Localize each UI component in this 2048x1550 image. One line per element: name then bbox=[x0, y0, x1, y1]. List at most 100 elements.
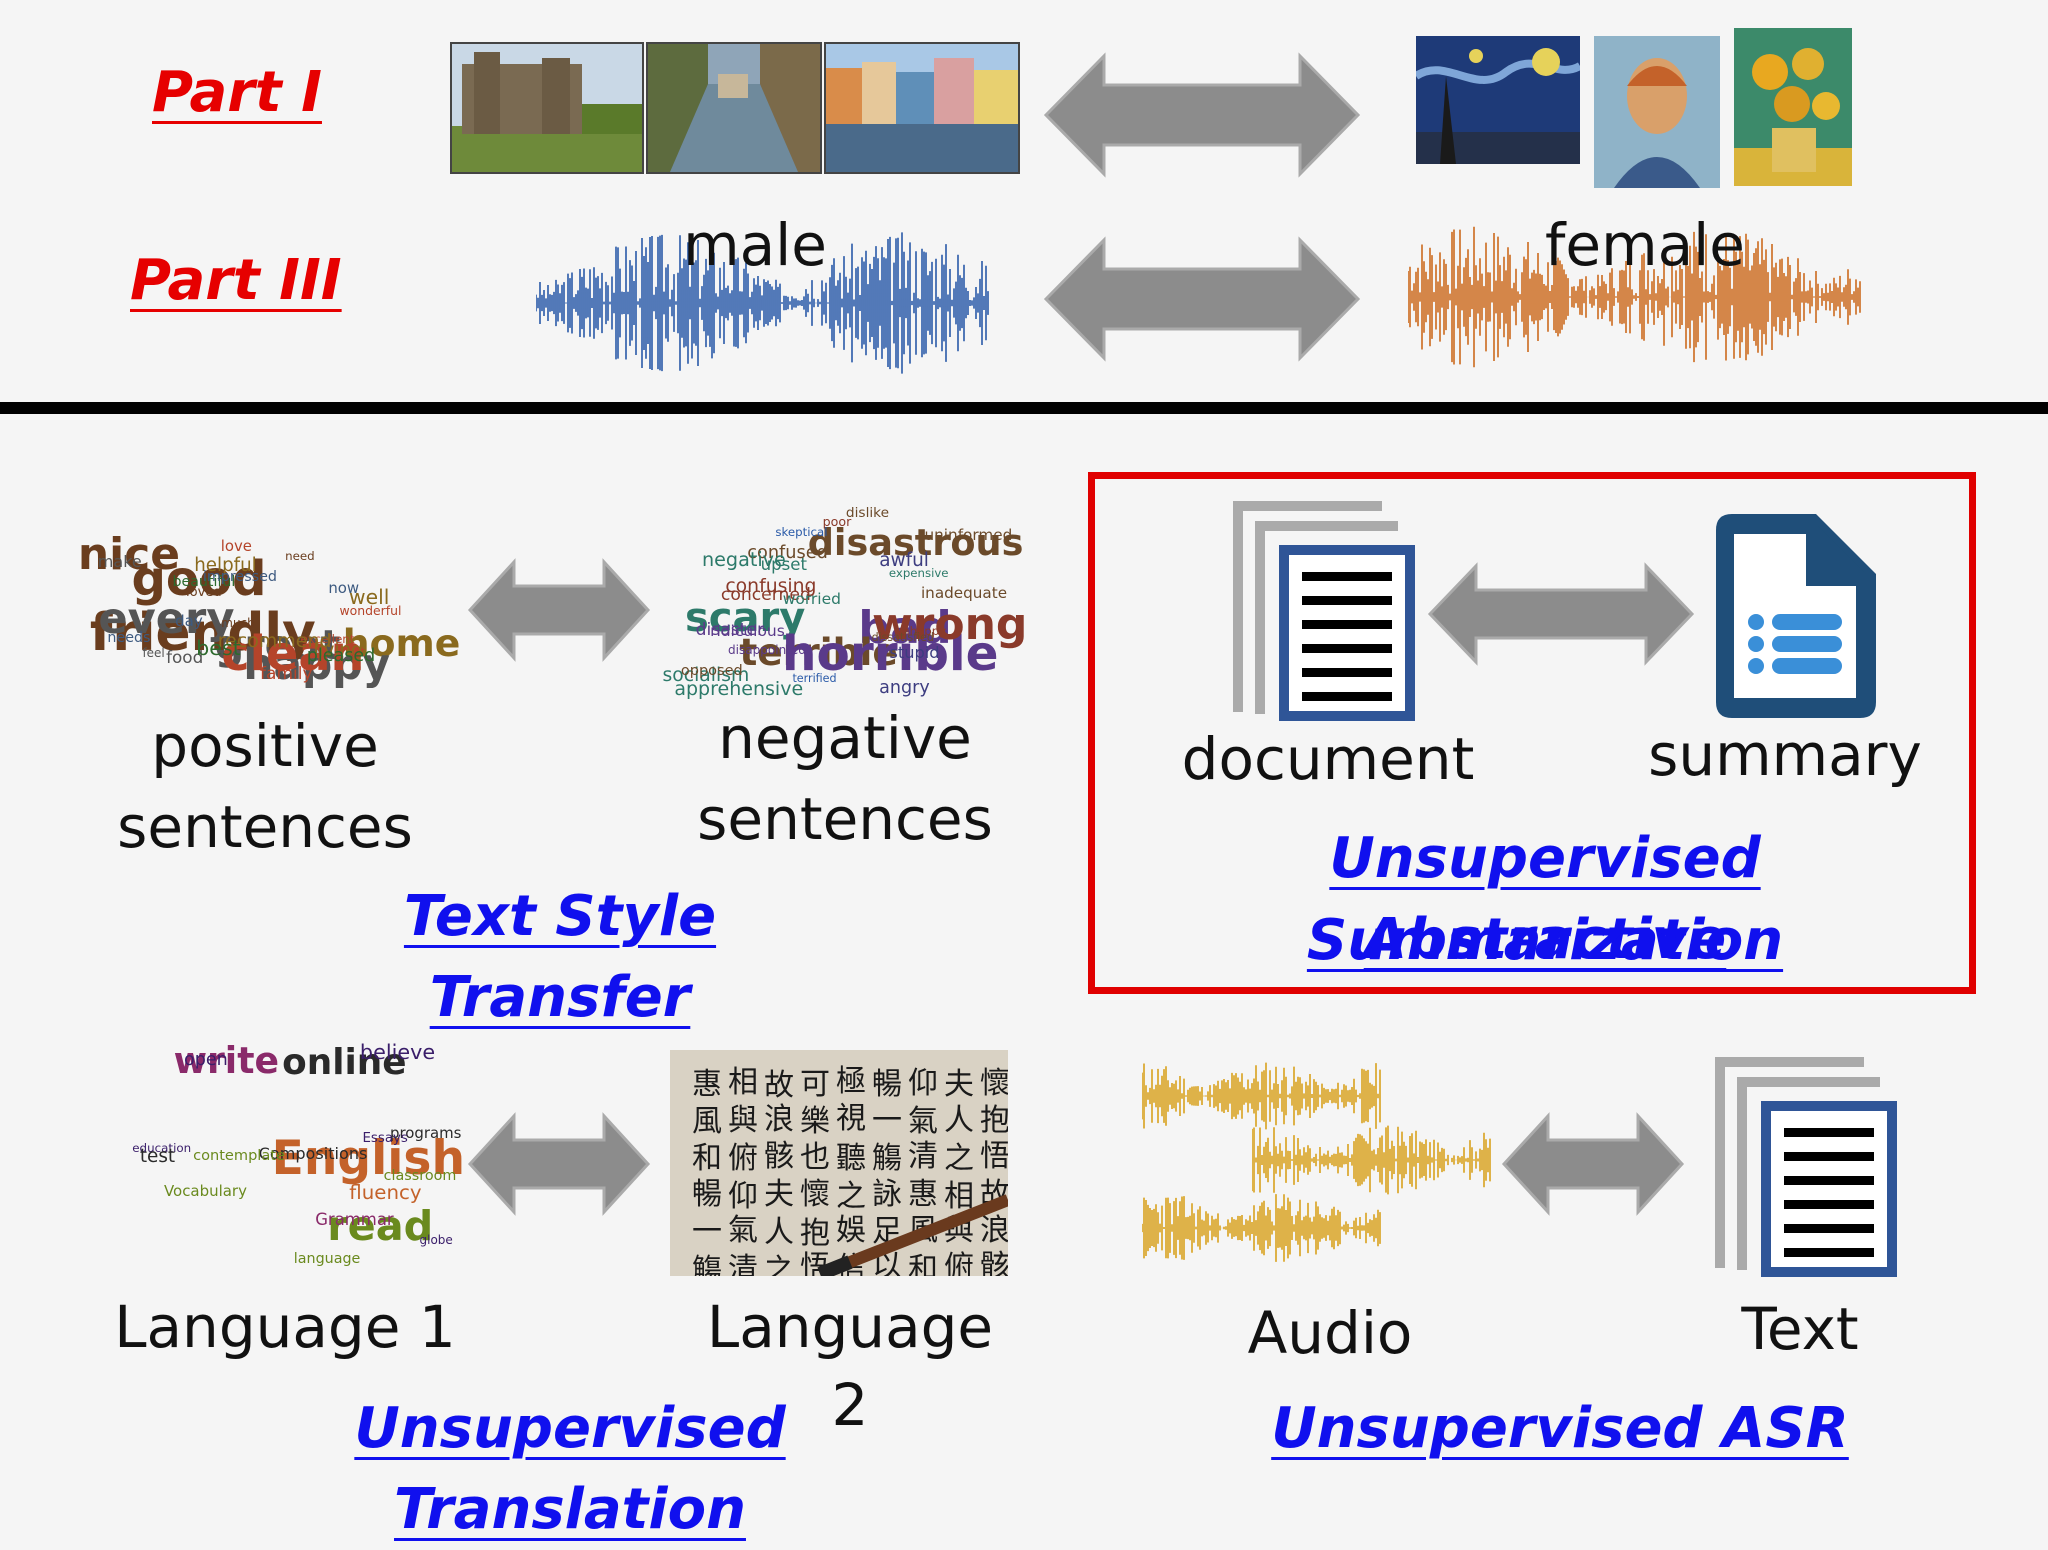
word-cloud-word: uninformed bbox=[924, 525, 1013, 544]
word-cloud-word: contemplate bbox=[193, 1147, 285, 1165]
word-cloud-word: Grammar bbox=[315, 1209, 394, 1229]
word-cloud-word: much bbox=[221, 616, 255, 631]
calligraphy-character: 夫 bbox=[764, 1176, 794, 1212]
calligraphy-character: 悟 bbox=[980, 1138, 1008, 1174]
word-cloud-word: read bbox=[327, 1201, 434, 1250]
word-cloud-word: online bbox=[282, 1041, 407, 1083]
word-cloud-word: test bbox=[139, 1145, 176, 1167]
calligraphy-character: 清 bbox=[908, 1139, 938, 1175]
calligraphy-character: 人 bbox=[944, 1103, 974, 1139]
word-cloud-word: living bbox=[313, 640, 363, 662]
calligraphy-character: 視 bbox=[836, 1101, 866, 1137]
unsupervised-translation-title[interactable]: Unsupervised Translation bbox=[354, 1396, 786, 1543]
word-cloud-word: great bbox=[214, 620, 341, 669]
double-arrow-asr bbox=[1501, 1112, 1685, 1216]
double-arrow-voice bbox=[1043, 236, 1361, 362]
calligraphy-character: 浪 bbox=[980, 1212, 1008, 1248]
calligraphy-character: 觴 bbox=[692, 1252, 722, 1276]
calligraphy-character: 也 bbox=[800, 1140, 830, 1176]
word-cloud-word: excellent bbox=[300, 632, 355, 647]
word-cloud-word: angry bbox=[879, 677, 930, 698]
calligraphy-character: 人 bbox=[764, 1215, 794, 1251]
calligraphy-character: 相 bbox=[728, 1064, 758, 1100]
unsupervised-abstractive-summarization-title-line2[interactable]: Summarization bbox=[1306, 908, 1784, 973]
word-cloud-word: open bbox=[183, 1050, 228, 1071]
word-cloud-word: clean bbox=[221, 627, 365, 683]
chinese-calligraphy-image: 懷抱悟故浪骸夫人之相與俯仰氣清惠風和暢一觴詠足以極視聽之娛信可樂也懷抱悟故浪骸夫… bbox=[670, 1050, 1008, 1276]
word-cloud-word: make bbox=[97, 552, 142, 571]
word-cloud-word: socialism bbox=[662, 665, 750, 687]
word-cloud-word: scary bbox=[684, 595, 806, 642]
word-cloud-word: unhappy bbox=[894, 624, 947, 639]
word-cloud-word: love bbox=[220, 536, 252, 555]
calligraphy-character: 氣 bbox=[728, 1213, 758, 1249]
calligraphy-character: 聽 bbox=[836, 1141, 866, 1177]
calligraphy-character: 暢 bbox=[872, 1066, 902, 1102]
word-cloud-word: awful bbox=[879, 549, 929, 571]
calligraphy-character: 詠 bbox=[872, 1176, 902, 1212]
word-cloud-word: language bbox=[293, 1251, 361, 1268]
word-cloud-word: helpful bbox=[194, 555, 257, 577]
text-document-stack-icon bbox=[1715, 1057, 1897, 1277]
summary-file-icon bbox=[1716, 514, 1876, 718]
painting-sunflowers bbox=[1734, 28, 1852, 186]
word-cloud-word: dislike bbox=[845, 504, 890, 521]
calligraphy-character: 氣 bbox=[908, 1103, 938, 1139]
word-cloud-word: best bbox=[196, 635, 241, 660]
word-cloud-word: wrong bbox=[871, 599, 1028, 651]
word-cloud-word: upset bbox=[760, 554, 807, 574]
calligraphy-character: 懷 bbox=[800, 1177, 830, 1213]
calligraphy-character: 與 bbox=[728, 1102, 758, 1138]
word-cloud-word: poor bbox=[822, 513, 852, 529]
word-cloud-word: needs bbox=[107, 630, 151, 647]
audio-waveform-3 bbox=[1142, 1194, 1381, 1262]
calligraphy-character: 一 bbox=[692, 1214, 722, 1250]
word-cloud-word: wonderful bbox=[339, 602, 402, 618]
word-cloud-word: inadequate bbox=[920, 583, 1008, 602]
painting-self-portrait bbox=[1594, 36, 1720, 188]
calligraphy-character: 極 bbox=[836, 1064, 866, 1100]
word-cloud-word: ridiculous bbox=[710, 621, 785, 640]
audio-waveform-2 bbox=[1252, 1125, 1491, 1195]
unsupervised-asr-title[interactable]: Unsupervised ASR bbox=[1271, 1396, 1849, 1461]
part-i-label: Part I bbox=[152, 60, 322, 125]
landscape-photo-castle bbox=[450, 42, 644, 174]
section-divider bbox=[0, 402, 2048, 414]
calligraphy-character: 夫 bbox=[944, 1067, 974, 1103]
negative-sentences-label: negative sentences bbox=[697, 704, 993, 854]
audio-label: Audio bbox=[1247, 1299, 1413, 1367]
text-label: Text bbox=[1741, 1295, 1859, 1363]
word-cloud-word: believe bbox=[359, 1039, 436, 1064]
language-2-label: Language 2 bbox=[706, 1293, 994, 1440]
word-cloud-word: need bbox=[285, 549, 315, 564]
word-cloud-word: fluency bbox=[349, 1181, 422, 1205]
word-cloud-word: stupid bbox=[889, 642, 940, 662]
positive-sentences-label: positive sentences bbox=[117, 712, 413, 862]
word-cloud-word: skeptical bbox=[775, 524, 828, 539]
summary-label: summary bbox=[1648, 721, 1922, 789]
calligraphy-character: 惠 bbox=[908, 1177, 938, 1213]
word-cloud-word: worried bbox=[782, 589, 841, 608]
male-waveform bbox=[536, 232, 989, 374]
word-cloud-word: education bbox=[132, 1141, 192, 1156]
text-style-transfer-title[interactable]: Text Style Transfer bbox=[403, 884, 717, 1031]
word-cloud-word: feel bbox=[142, 645, 165, 660]
word-cloud-word: recommend bbox=[217, 630, 332, 653]
calligraphy-character: 俯 bbox=[728, 1140, 758, 1176]
unsupervised-abstractive-summarization-title-line1[interactable]: Unsupervised Abstractive bbox=[1329, 826, 1761, 973]
word-cloud-word: food bbox=[166, 647, 204, 668]
word-cloud-word: lot bbox=[349, 644, 366, 659]
male-label: male bbox=[683, 211, 827, 279]
word-cloud-word: bad bbox=[858, 602, 952, 654]
calligraphy-character: 可 bbox=[800, 1066, 830, 1102]
summarization-highlight-box bbox=[1088, 472, 1976, 994]
calligraphy-character: 骸 bbox=[980, 1249, 1008, 1276]
word-cloud-word: every bbox=[98, 593, 235, 644]
calligraphy-character: 抱 bbox=[980, 1103, 1008, 1139]
calligraphy-character: 骸 bbox=[764, 1139, 794, 1175]
word-cloud-word: terrible bbox=[739, 629, 898, 674]
calligraphy-character: 之 bbox=[764, 1252, 794, 1276]
word-cloud-word: Essays bbox=[362, 1131, 408, 1147]
